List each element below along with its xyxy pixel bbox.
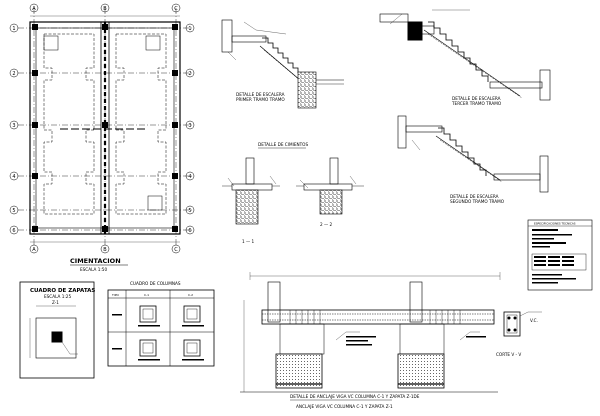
viga-note-blocks <box>346 336 486 346</box>
zapatas-table <box>19 281 95 379</box>
plan-title: CIMENTACION <box>70 257 121 265</box>
zapatas-label: Z-1 <box>52 300 59 305</box>
axis-label-4-left: 4 <box>12 174 15 180</box>
stair2-subtitle: TERCER TRAMO TRAMO <box>451 101 502 106</box>
stair-detail-3 <box>397 115 549 193</box>
zapatas-subtitle: ESCALA 1:25 <box>44 294 71 299</box>
axis-label-c-top: C <box>174 6 178 12</box>
stair3-subtitle: SEGUNDO TRAMO TRAMO <box>450 199 505 204</box>
axis-label-2-right: 2 <box>188 71 191 77</box>
axis-label-c-bottom: C <box>174 247 178 253</box>
axis-label-b-top: B <box>103 6 107 12</box>
viga-subtitle: ANCLAJE VIGA VC COLUMNA C-1 Y ZAPATA Z-1 <box>296 404 393 409</box>
foundation-plan <box>9 3 195 254</box>
axis-label-3-left: 3 <box>12 123 15 129</box>
corte-label: CORTE V - V <box>496 352 521 357</box>
cimiento-section-2 <box>296 157 364 215</box>
cimientos-title: DETALLE DE CIMIENTOS <box>258 142 308 147</box>
stair1-title: DETALLE DE ESCALERA <box>236 92 285 97</box>
specs-table <box>527 219 593 291</box>
stair3-title: DETALLE DE ESCALERA <box>450 194 499 199</box>
cimiento-section-1 <box>222 157 280 225</box>
columnas-title: CUADRO DE COLUMNAS <box>130 281 181 286</box>
viga-anclaje-detail <box>240 272 501 393</box>
columnas-header-tipo: TIPO <box>111 293 120 297</box>
axis-label-5-left: 5 <box>12 208 15 214</box>
columnas-header-c1: C-1 <box>144 293 149 297</box>
plan-subtitle: ESCALA 1:50 <box>80 267 107 272</box>
axis-label-2-left: 2 <box>12 71 15 77</box>
corte-vc-label: V.C. <box>530 318 538 323</box>
axis-label-1-right: 1 <box>188 26 191 32</box>
columnas-header-c2: C-2 <box>188 293 193 297</box>
plan-axis-labels: A B C A B C 1 2 3 4 5 6 1 2 3 4 5 6 <box>12 6 191 253</box>
axis-label-1-left: 1 <box>12 26 15 32</box>
axis-label-3-right: 3 <box>188 123 191 129</box>
axis-label-5-right: 5 <box>188 208 191 214</box>
specs-title: ESPECIFICACIONES TECNICAS <box>534 222 576 226</box>
viga-title: DETALLE DE ANCLAJE VIGA VC COLUMNA C-1 Y… <box>290 394 420 399</box>
cut-label-2: 2 — 2 <box>320 222 333 227</box>
stair-detail-1 <box>221 19 344 109</box>
stair-detail-2 <box>379 9 551 101</box>
axis-label-6-left: 6 <box>12 228 15 234</box>
corte-section <box>503 311 542 337</box>
axis-label-a-bottom: A <box>32 247 36 253</box>
zapatas-title: CUADRO DE ZAPATAS <box>30 288 95 294</box>
axis-label-6-right: 6 <box>188 228 191 234</box>
axis-label-a-top: A <box>32 6 36 12</box>
axis-label-b-bottom: B <box>103 247 107 253</box>
stair2-title: DETALLE DE ESCALERA <box>452 96 501 101</box>
columnas-table <box>107 289 215 367</box>
stair1-subtitle: PRIMER TRAMO TRAMO <box>236 97 285 102</box>
axis-label-4-right: 4 <box>188 174 191 180</box>
cut-label-1: 1 — 1 <box>242 239 255 244</box>
